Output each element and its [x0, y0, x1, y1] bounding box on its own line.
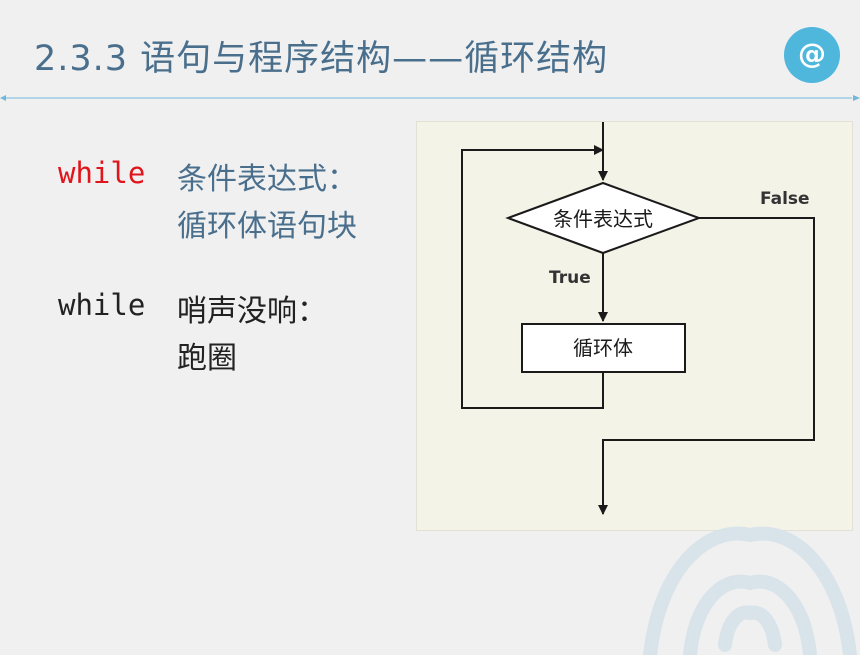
example-body: 跑圈 [177, 341, 237, 376]
loop-back-line [461, 145, 604, 409]
false-label: False [760, 189, 810, 209]
watermark-hands-icon [643, 526, 857, 655]
syntax-keyword: while [58, 156, 146, 190]
false-line [598, 217, 815, 515]
condition-label: 条件表达式 [553, 207, 653, 231]
body-label: 循环体 [573, 336, 633, 360]
example-condition: 哨声没响： [177, 294, 327, 329]
slide-title: 2.3.3 语句与程序结构——循环结构 [34, 39, 609, 79]
body-box [521, 323, 686, 373]
example-keyword: while [58, 288, 146, 322]
syntax-body: 循环体语句块 [177, 209, 357, 244]
syntax-condition: 条件表达式： [177, 162, 357, 197]
title-divider [0, 95, 860, 101]
flowchart: 条件表达式 True 循环体 False [416, 121, 853, 531]
at-badge-icon: @ [784, 27, 840, 83]
true-label: True [549, 268, 591, 288]
flowchart-svg: 条件表达式 True 循环体 False [461, 122, 815, 515]
